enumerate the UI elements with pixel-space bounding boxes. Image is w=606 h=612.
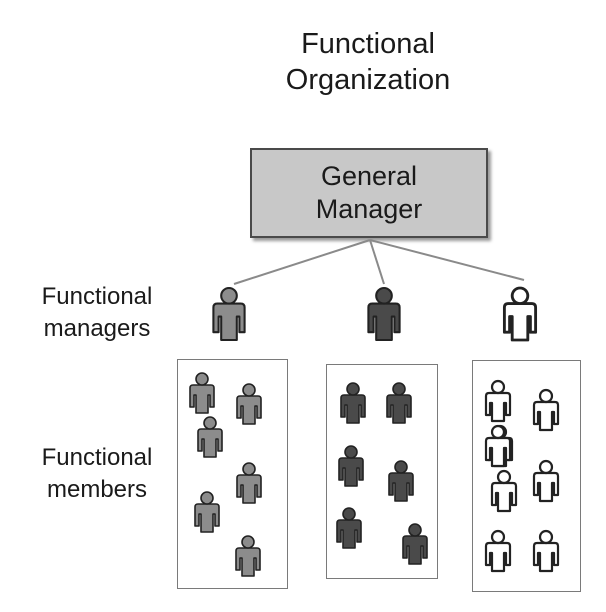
- member-figure-light: [236, 383, 262, 425]
- managers-label-line-1: Functional: [41, 283, 153, 310]
- manager-figure-dark: [367, 286, 401, 342]
- member-figure-light: [235, 535, 261, 577]
- general-manager-box: General Manager: [250, 148, 488, 238]
- diagram-title: Functional Organization: [230, 26, 506, 98]
- member-figure-outline: [532, 388, 560, 432]
- member-figure-dark: [338, 445, 364, 487]
- member-figure-dark: [388, 460, 414, 502]
- person-figures: [189, 286, 560, 577]
- manager-figure-light: [212, 286, 246, 342]
- general-manager-line-1: General: [320, 161, 418, 191]
- group-box-light: [177, 359, 288, 589]
- member-figure-outline: [490, 469, 518, 513]
- title-line-2: Organization: [285, 64, 451, 96]
- member-figure-light: [189, 372, 215, 414]
- managers-label-line-2: managers: [43, 315, 151, 342]
- member-figure-light: [197, 416, 223, 458]
- member-figure-dark: [402, 523, 428, 565]
- group-box-outline: [472, 360, 581, 592]
- member-figure-light: [194, 491, 220, 533]
- connector-line-left: [233, 239, 371, 285]
- member-figure-outline: [484, 424, 512, 468]
- connector-line-middle: [369, 239, 385, 285]
- connector-line-right: [369, 239, 525, 281]
- functional-members-label: Functional members: [22, 442, 172, 506]
- title-line-1: Functional: [301, 28, 435, 60]
- member-figure-outline: [484, 529, 512, 573]
- members-label-line-2: members: [46, 476, 148, 503]
- manager-figure-outline: [502, 286, 538, 342]
- group-box-dark: [326, 364, 438, 579]
- member-figure-outline: [532, 529, 560, 573]
- member-figure-dark: [386, 382, 412, 424]
- functional-managers-label: Functional managers: [22, 281, 172, 345]
- member-figure-outline: [484, 379, 512, 423]
- general-manager-line-2: Manager: [315, 194, 423, 224]
- connector-lines: [233, 239, 525, 285]
- members-label-line-1: Functional: [41, 444, 153, 471]
- member-figure-dark: [336, 507, 362, 549]
- member-figure-dark: [340, 382, 366, 424]
- member-figure-outline: [532, 459, 560, 503]
- member-figure-light: [236, 462, 262, 504]
